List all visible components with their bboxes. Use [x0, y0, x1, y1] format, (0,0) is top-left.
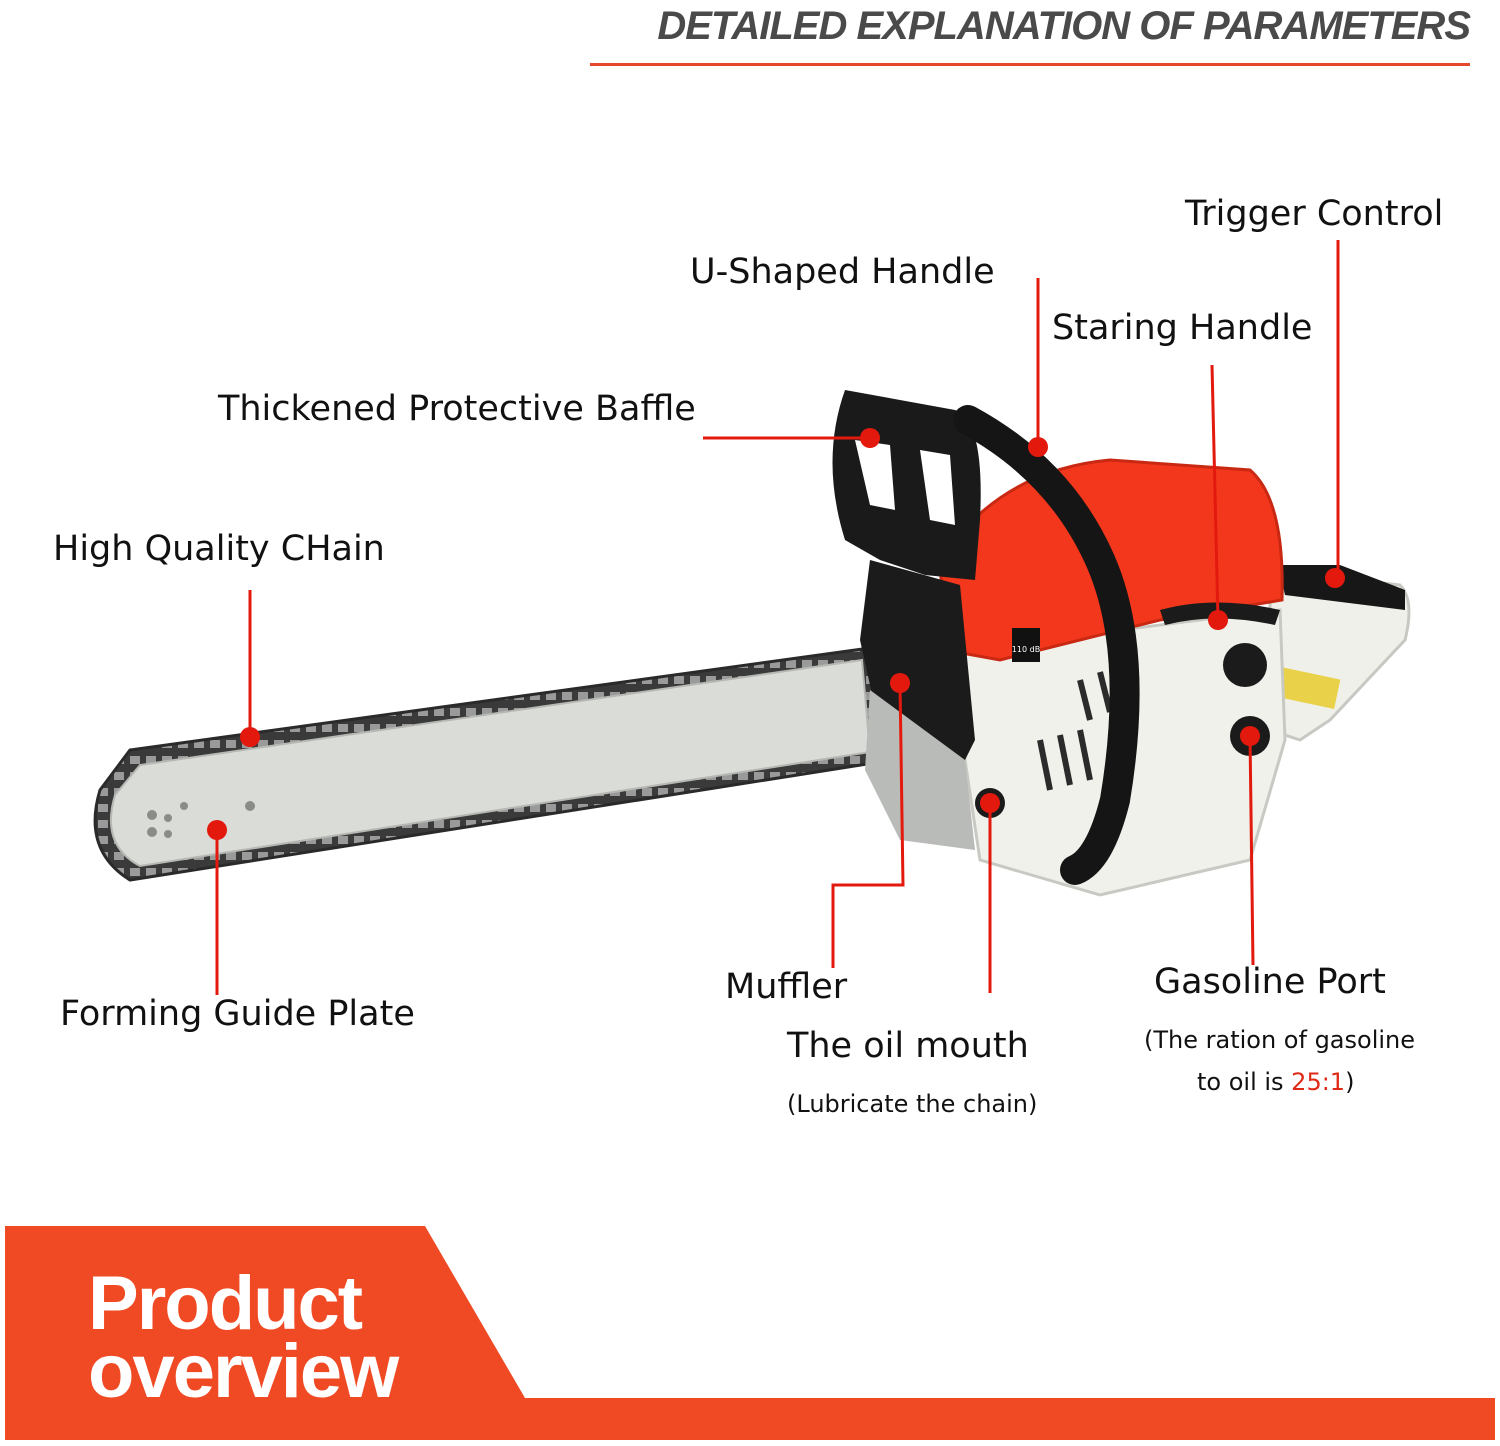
label-oil-mouth: The oil mouth: [787, 1026, 1029, 1066]
label-gasoline-port: Gasoline Port: [1154, 962, 1386, 1002]
primer-bulb: [1223, 643, 1267, 687]
header-divider: [590, 63, 1470, 66]
page-title: DETAILED EXPLANATION OF PARAMETERS: [657, 4, 1471, 48]
callout-line-staring: [1210, 364, 1220, 621]
callout-dot-oil: [980, 793, 1000, 813]
label-staring-handle: Staring Handle: [1052, 308, 1313, 348]
label-forming-guide-plate: Forming Guide Plate: [60, 994, 415, 1034]
callout-lines: [215, 240, 1340, 995]
rear-handle-grip: [1278, 565, 1405, 610]
baffle-cutout: [920, 450, 955, 525]
label-gasoline-note-line1: (The ration of gasoline: [1144, 1026, 1416, 1054]
gasoline-note-suffix: ): [1345, 1068, 1355, 1096]
banner-line-product: Product: [88, 1261, 363, 1346]
db-sticker-text: 110 dB: [1012, 645, 1040, 654]
label-high-quality-chain: High Quality CHain: [53, 529, 385, 569]
guide-bar-holes: [147, 801, 255, 838]
callout-line-muffler: [831, 682, 905, 968]
gasoline-note-prefix: to oil is: [1197, 1068, 1292, 1096]
label-trigger-control: Trigger Control: [1185, 194, 1444, 234]
callout-dot-guide: [207, 820, 227, 840]
baffle-cutout: [855, 440, 895, 510]
callout-dot-muffler: [890, 673, 910, 693]
label-oil-mouth-note: (Lubricate the chain): [787, 1090, 1038, 1118]
label-thickened-baffle: Thickened Protective Baffle: [218, 389, 696, 429]
callout-dot-chain: [240, 727, 260, 747]
callout-dot-staring: [1208, 610, 1228, 630]
guide-bar: [109, 658, 872, 868]
callout-dot-gasoline: [1240, 726, 1260, 746]
callout-dot-trigger: [1325, 568, 1345, 588]
gasoline-ratio: 25:1: [1291, 1068, 1346, 1096]
label-u-shaped-handle: U-Shaped Handle: [690, 252, 995, 292]
callout-dot-baffle: [860, 428, 880, 448]
callout-dots: [207, 428, 1345, 840]
chainsaw-illustration: [93, 390, 1411, 897]
callout-line-gasoline: [1248, 735, 1255, 966]
label-gasoline-note-line2: to oil is 25:1): [1197, 1067, 1354, 1097]
u-shaped-handle: [953, 405, 1140, 885]
product-overview-banner: [5, 1226, 1495, 1440]
db-sticker: [1012, 628, 1040, 662]
callout-dot-u-handle: [1028, 437, 1048, 457]
label-muffler: Muffler: [725, 967, 848, 1007]
side-plate: [865, 690, 975, 850]
banner-line-overview: overview: [88, 1329, 399, 1414]
